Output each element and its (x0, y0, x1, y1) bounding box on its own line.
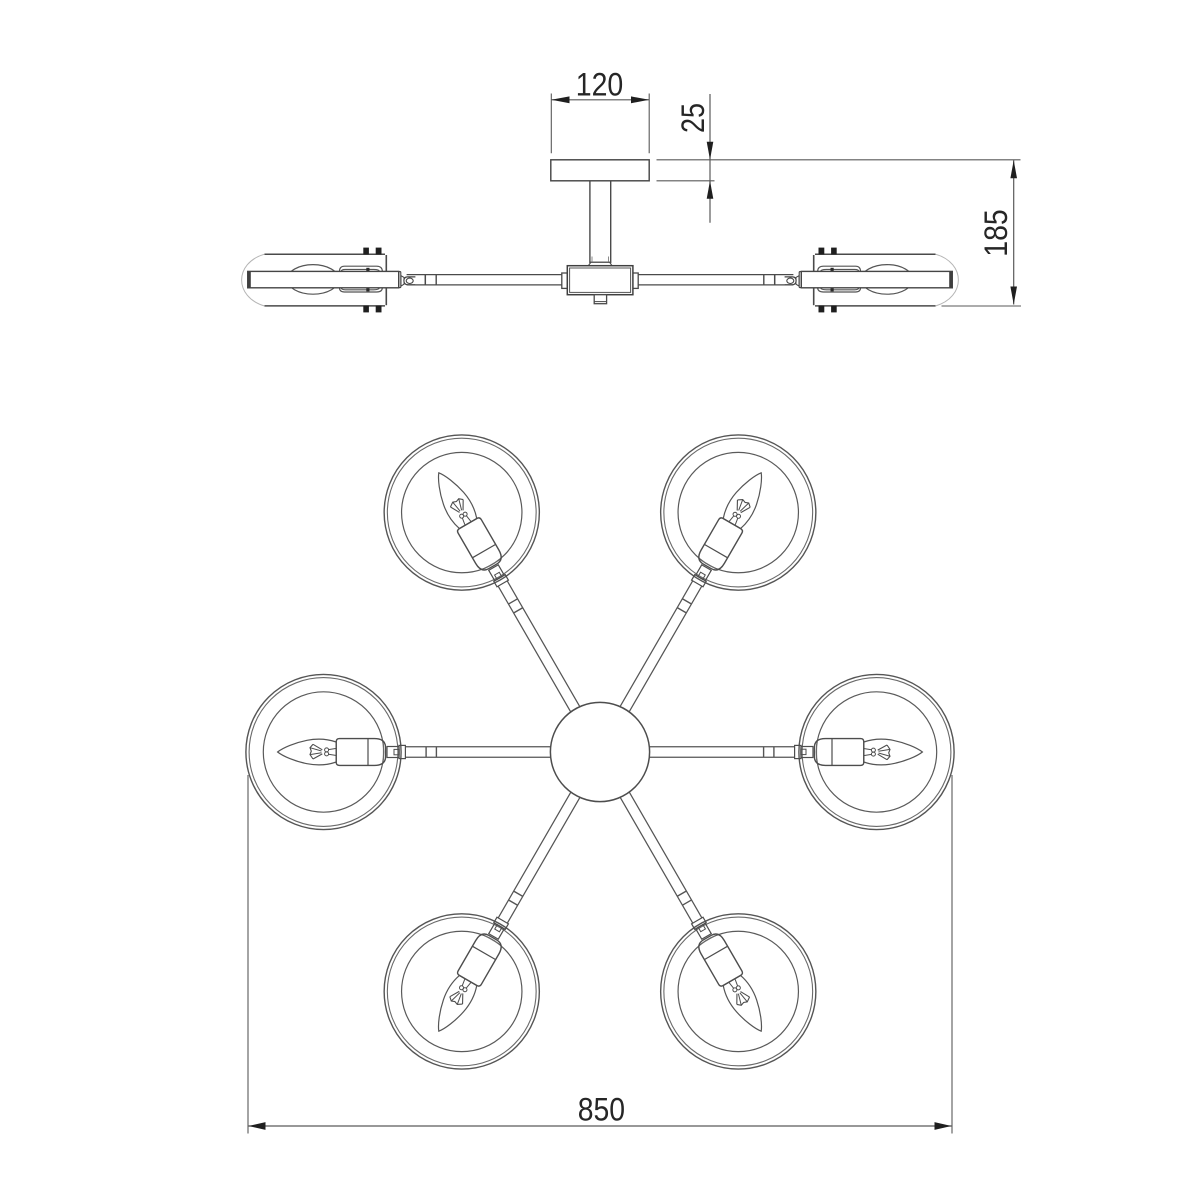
svg-text:120: 120 (576, 67, 624, 103)
svg-text:185: 185 (978, 209, 1014, 257)
svg-text:850: 850 (578, 1092, 625, 1128)
svg-text:25: 25 (675, 103, 711, 133)
